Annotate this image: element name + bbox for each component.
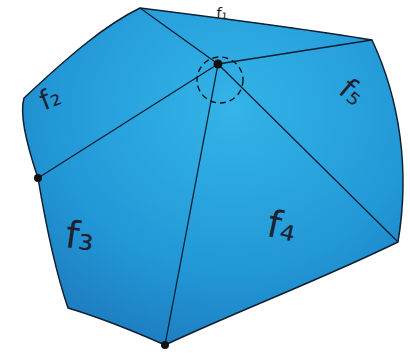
- face-label: f₃: [63, 215, 97, 257]
- dashed-circle: [197, 57, 243, 103]
- surface-patch: [23, 8, 403, 345]
- vertex-dots: [34, 60, 223, 350]
- face-label: f₁: [216, 6, 228, 22]
- face-edges: [38, 8, 398, 345]
